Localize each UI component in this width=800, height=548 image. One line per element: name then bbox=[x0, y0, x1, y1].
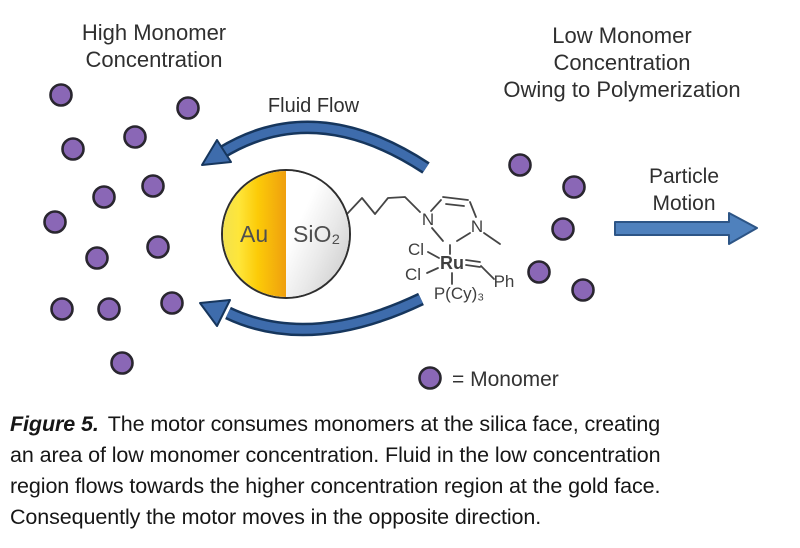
atom-cl-bottom: Cl bbox=[405, 265, 421, 284]
monomer-dot bbox=[110, 351, 134, 375]
low-concentration-label: Low Monomer Concentration Owing to Polym… bbox=[503, 23, 741, 102]
monomer-dot bbox=[123, 125, 147, 149]
monomer-dot bbox=[92, 185, 116, 209]
fluid-flow-arc-bottom bbox=[199, 292, 424, 337]
monomer-dot bbox=[551, 217, 575, 241]
atom-n-right: N bbox=[471, 217, 483, 236]
atom-ph: Ph bbox=[494, 272, 515, 291]
caption-line: region flows towards the higher concentr… bbox=[10, 474, 661, 498]
silica-label: SiO₂ bbox=[293, 221, 341, 247]
arrowhead-left-bottom bbox=[199, 299, 231, 327]
janus-particle: Au SiO₂ bbox=[221, 169, 351, 299]
monomer-dot bbox=[50, 297, 74, 321]
monomer-dot bbox=[49, 83, 73, 107]
caption-text: The motor consumes monomers at the silic… bbox=[107, 412, 661, 436]
monomer-dot bbox=[85, 246, 109, 270]
diagram-graphics: N N Cl Cl Ru Ph P(Cy)₃ bbox=[43, 83, 758, 390]
atom-ru: Ru bbox=[440, 253, 464, 273]
atom-n-left: N bbox=[422, 210, 434, 229]
legend-monomer-dot bbox=[418, 366, 442, 390]
caption-line: an area of low monomer concentration. Fl… bbox=[10, 443, 661, 467]
monomer-dot bbox=[141, 174, 165, 198]
alkyl-chain bbox=[346, 196, 421, 215]
figure-number-label: Figure 5. bbox=[10, 412, 99, 436]
particle-motion-arrow bbox=[614, 212, 758, 245]
caption-line: Consequently the motor moves in the oppo… bbox=[10, 505, 542, 529]
gold-label: Au bbox=[240, 221, 269, 247]
monomer-dot bbox=[527, 260, 551, 284]
atom-pcy3: P(Cy)₃ bbox=[434, 284, 484, 303]
fluid-flow-label: Fluid Flow bbox=[267, 95, 360, 117]
figure-caption: Figure 5. The motor consumes monomers at … bbox=[10, 409, 792, 533]
monomer-legend-label: = Monomer bbox=[452, 368, 559, 391]
fluid-flow-arc-top bbox=[201, 120, 430, 174]
monomer-dot bbox=[571, 278, 595, 302]
atom-cl-top: Cl bbox=[408, 240, 424, 259]
monomer-dot bbox=[176, 96, 200, 120]
catalyst-structure: N N Cl Cl Ru Ph P(Cy)₃ bbox=[405, 196, 515, 303]
motor-diagram: N N Cl Cl Ru Ph P(Cy)₃ Au SiO₂ High Mono… bbox=[43, 20, 758, 391]
high-concentration-label: High Monomer Concentration bbox=[81, 20, 227, 72]
monomer-dot bbox=[97, 297, 121, 321]
monomer-dot bbox=[160, 291, 184, 315]
monomer-dot bbox=[508, 153, 532, 177]
caption-line: Figure 5. The motor consumes monomers at … bbox=[10, 409, 792, 440]
arrowhead-left-top bbox=[201, 139, 232, 166]
particle-motion-label: Particle Motion bbox=[648, 165, 720, 215]
monomer-dot bbox=[43, 210, 67, 234]
monomer-dot bbox=[146, 235, 170, 259]
monomer-dot bbox=[61, 137, 85, 161]
monomer-dot bbox=[562, 175, 586, 199]
